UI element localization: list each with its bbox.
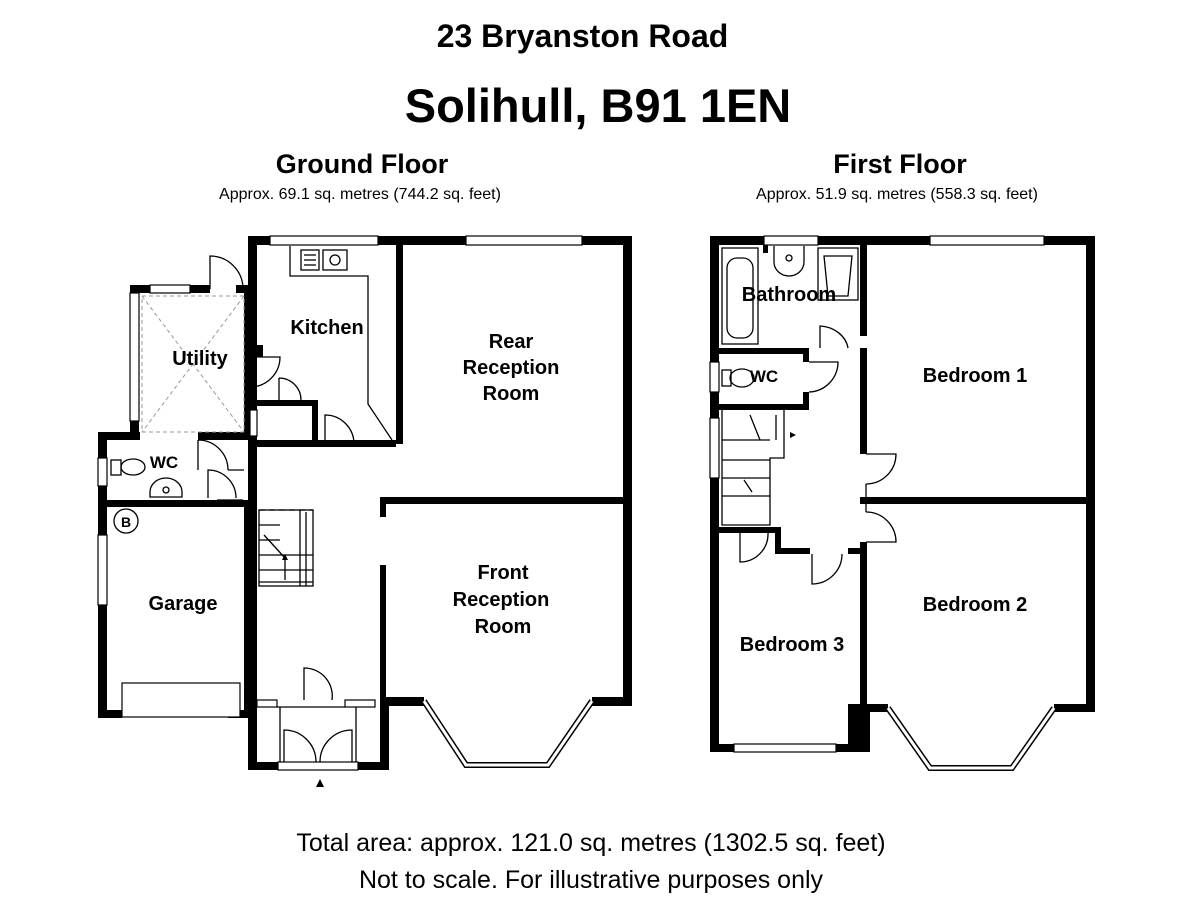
address-line1: 23 Bryanston Road	[436, 18, 729, 54]
ground-floor-doors	[197, 255, 357, 763]
room-label-ground-wc: WC	[150, 453, 178, 472]
first-floor-title: First Floor	[833, 149, 967, 179]
room-label-utility: Utility	[172, 348, 228, 370]
entrance-arrow-icon	[316, 779, 324, 787]
address-line2: Solihull, B91 1EN	[404, 79, 792, 132]
room-label-bathroom: Bathroom	[742, 284, 836, 306]
room-label-rear-reception-1: Rear	[489, 331, 534, 353]
first-floor-interior-walls	[719, 236, 1090, 710]
bedroom2-bay-window	[885, 706, 1057, 771]
kitchen-units	[289, 246, 393, 441]
disclaimer: Not to scale. For illustrative purposes …	[358, 866, 824, 894]
utility-glazed-roof	[141, 295, 245, 433]
total-area: Total area: approx. 121.0 sq. metres (13…	[296, 829, 886, 857]
room-label-kitchen: Kitchen	[290, 317, 363, 339]
room-label-rear-reception-3: Room	[483, 383, 540, 405]
room-label-bedroom1: Bedroom 1	[923, 365, 1027, 387]
room-label-bedroom3: Bedroom 3	[740, 634, 844, 656]
ground-floor-area: Approx. 69.1 sq. metres (744.2 sq. feet)	[219, 186, 501, 203]
ground-floor-interior-walls	[98, 236, 630, 710]
boiler-label: B	[121, 514, 131, 530]
ground-floor-windows	[97, 235, 583, 771]
ground-wc-fixtures	[110, 458, 183, 534]
ground-floor-stairs	[258, 509, 314, 587]
room-label-rear-reception-2: Reception	[463, 357, 560, 379]
front-reception-bay-window	[421, 699, 595, 768]
first-floor-windows	[709, 235, 1045, 753]
ground-floor-title: Ground Floor	[275, 149, 449, 179]
first-floor-plan: Bathroom WC Bedroom 1 Bedroom 2 Bedroom …	[709, 235, 1095, 771]
bathroom-fixtures	[721, 246, 859, 345]
room-label-front-reception-3: Room	[475, 616, 532, 638]
first-floor-doors	[739, 325, 897, 585]
ground-floor-plan: Utility Kitchen Rear Reception Room WC B…	[97, 235, 632, 787]
first-floor-area: Approx. 51.9 sq. metres (558.3 sq. feet)	[756, 186, 1038, 203]
room-label-front-reception-2: Reception	[453, 589, 550, 611]
first-floor-stairs	[721, 410, 796, 526]
room-label-bedroom2: Bedroom 2	[923, 594, 1027, 616]
room-label-first-wc: WC	[750, 367, 778, 386]
room-label-front-reception-1: Front	[477, 562, 528, 584]
first-floor-wc-fixtures	[721, 368, 755, 388]
room-label-garage: Garage	[149, 593, 218, 615]
first-floor-exterior-walls	[710, 236, 1095, 752]
